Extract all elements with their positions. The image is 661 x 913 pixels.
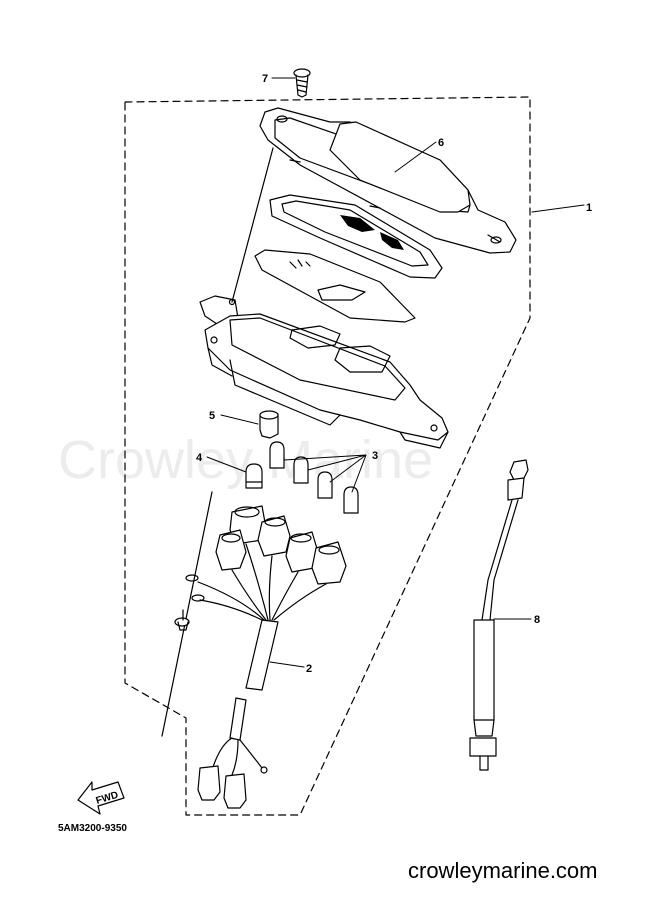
meter-cover-part xyxy=(259,107,517,254)
callout-3: 3 xyxy=(372,450,378,462)
leader-3 xyxy=(283,454,367,493)
leader-4 xyxy=(206,456,247,473)
bolt-part xyxy=(174,609,190,631)
callout-8: 8 xyxy=(534,614,540,626)
meter-case-part xyxy=(204,313,449,449)
leader-6 xyxy=(394,141,437,173)
dial-face-part xyxy=(254,249,416,323)
callout-2: 2 xyxy=(306,663,312,675)
wire-harness-part xyxy=(161,491,347,809)
part-code: 5AM3200-9350 xyxy=(58,823,127,834)
leader-5 xyxy=(220,414,259,425)
leader-1 xyxy=(531,204,585,213)
leader-2 xyxy=(269,661,305,668)
screw-part xyxy=(293,68,311,98)
website-watermark: crowleymarine.com xyxy=(408,858,598,883)
callout-1: 1 xyxy=(586,202,592,214)
assembly-boundary xyxy=(124,96,531,816)
screw-path-line xyxy=(231,147,274,303)
bulb-part-3c xyxy=(317,471,333,499)
fwd-arrow-icon: FWD xyxy=(77,781,125,815)
callout-6: 6 xyxy=(438,137,444,149)
bulb-part-3a xyxy=(269,441,285,469)
bulb-part-3d xyxy=(343,486,359,514)
bulb-part-4 xyxy=(245,463,263,489)
bulb-part-3b xyxy=(293,456,309,484)
callout-4: 4 xyxy=(196,452,203,464)
grommet-part xyxy=(259,410,279,439)
callout-7: 7 xyxy=(262,73,268,85)
callout-5: 5 xyxy=(209,410,215,422)
speedometer-cable-part xyxy=(469,459,529,771)
lens-part xyxy=(269,194,443,279)
